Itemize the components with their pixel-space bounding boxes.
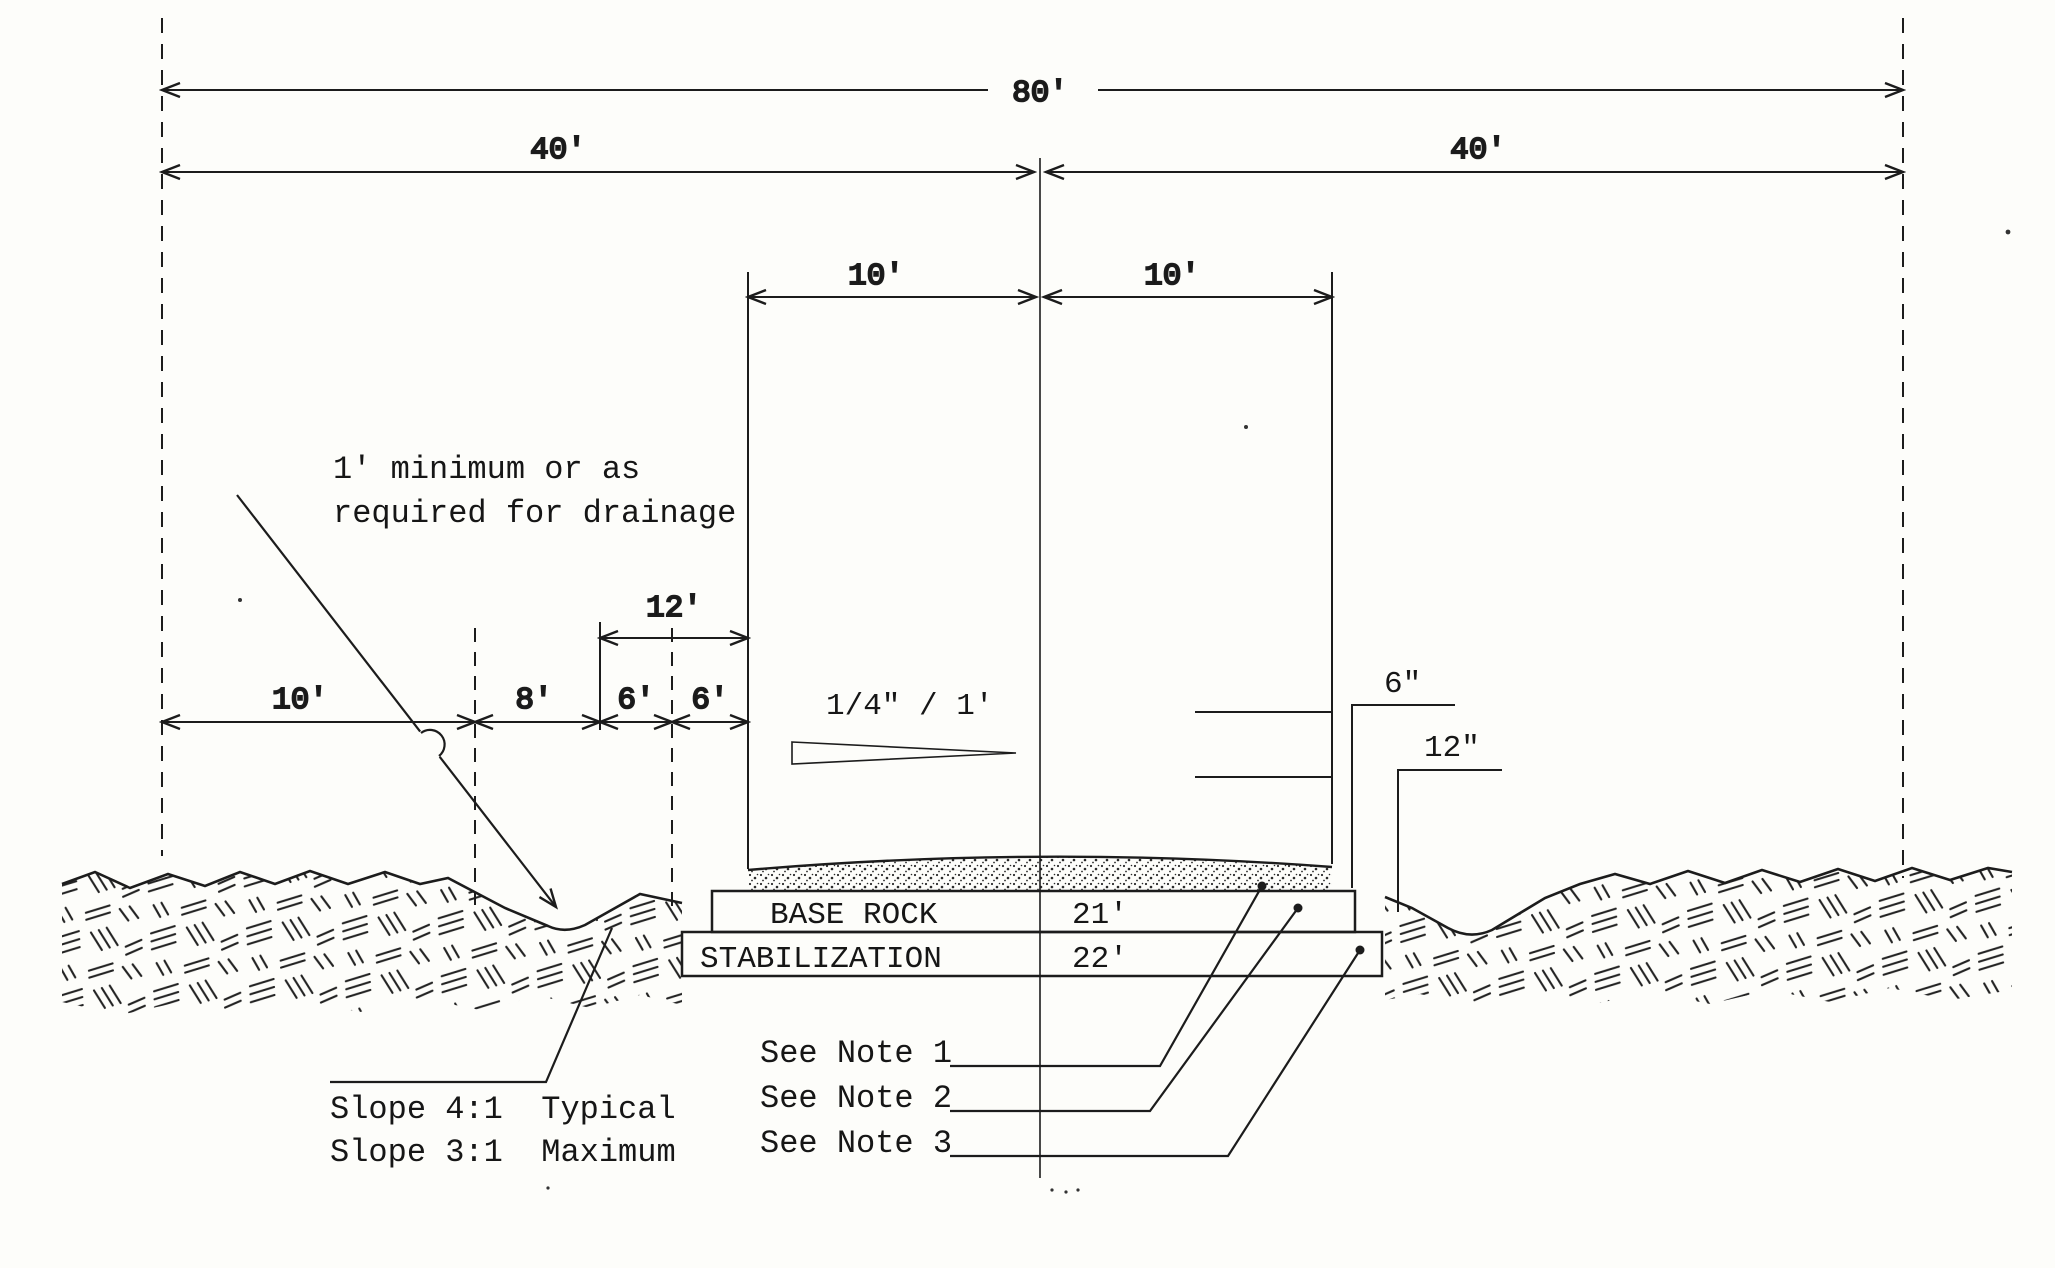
scan-speck: [238, 598, 242, 602]
see-note-2-label: See Note 2: [760, 1080, 952, 1117]
scan-speck: [2005, 229, 2011, 235]
ground-left-line: [61, 869, 683, 932]
dim-80-label: 80': [1012, 76, 1068, 111]
depth-6in-leader: [1351, 704, 1455, 888]
depth-callout-12in: 12": [1397, 731, 1502, 912]
drainage-leader-hop: [420, 728, 446, 757]
drainage-note: 1' minimum or as required for drainage: [236, 451, 736, 907]
dim-80: 80': [162, 75, 1903, 112]
scan-speck: [1064, 1190, 1068, 1194]
see-note-2-dot: [1293, 903, 1303, 913]
cross-slope-label: 1/4" / 1': [826, 689, 993, 724]
drainage-leader-line: [236, 494, 556, 907]
scan-speck: [1050, 1188, 1054, 1192]
base-rock-label: BASE ROCK: [770, 898, 938, 933]
dim-chain-6b-label: 6': [691, 683, 728, 718]
drainage-note-line2: required for drainage: [333, 495, 736, 532]
dim-40-pair: 40' 40': [162, 132, 1903, 172]
dim-40-right-label: 40': [1450, 133, 1506, 168]
dim-chain-10-label: 10': [272, 683, 328, 718]
note-leaders: See Note 1 See Note 2 See Note 3: [760, 881, 1365, 1162]
scan-specks: [238, 229, 2011, 1194]
dim-10-right-label: 10': [1144, 259, 1200, 294]
slope-note: Slope 4:1 Typical Slope 3:1 Maximum: [330, 927, 676, 1171]
ground-left: [61, 869, 683, 1015]
ground-right: [1384, 866, 2013, 1006]
slope-note-leader: [330, 927, 614, 1084]
scan-speck: [546, 1186, 550, 1190]
cross-slope-callout: 1/4" / 1': [791, 689, 1017, 765]
see-note-1-leader: [950, 885, 1263, 1068]
dim-10-pair: 10' 10': [748, 258, 1332, 297]
scan-speck: [1076, 1188, 1080, 1192]
dim-12-label: 12': [646, 591, 702, 626]
cross-slope-wedge: [791, 741, 1017, 765]
depth-12in-label: 12": [1424, 731, 1480, 766]
scan-speck: [1244, 425, 1248, 429]
depth-6in-label: 6": [1384, 667, 1421, 702]
layer-reference-lines: [1195, 711, 1332, 778]
see-note-2-leader: [950, 907, 1299, 1113]
stabilization-width: 22': [1072, 942, 1128, 977]
layer-labels: BASE ROCK 21' STABILIZATION 22': [700, 898, 1128, 977]
see-note-3-leader: [950, 949, 1361, 1158]
slope-note-line2: Slope 3:1 Maximum: [330, 1134, 676, 1171]
see-note-3-label: See Note 3: [760, 1125, 952, 1162]
dim-chain-8-label: 8': [515, 683, 552, 718]
depth-callout-6in: 6": [1351, 667, 1455, 888]
see-note-1-label: See Note 1: [760, 1035, 952, 1072]
depth-12in-leader: [1397, 769, 1502, 912]
ground-right-hatch: [1385, 868, 2012, 1006]
dim-10-left-label: 10': [848, 259, 904, 294]
ground-left-hatch: [62, 871, 682, 1015]
see-note-1-dot: [1257, 881, 1267, 891]
drainage-note-line1: 1' minimum or as: [333, 451, 640, 488]
dim-chain-6a-label: 6': [617, 683, 654, 718]
base-rock-width: 21': [1072, 898, 1128, 933]
dim-chain: 10' 8' 6' 6': [162, 682, 748, 722]
ground-right-line: [1384, 866, 2013, 936]
drainage-leader-gap: [414, 728, 446, 760]
dim-12: 12': [600, 590, 748, 638]
stabilization-label: STABILIZATION: [700, 942, 942, 977]
see-note-3-dot: [1355, 945, 1365, 955]
slope-note-line1: Slope 4:1 Typical: [330, 1091, 676, 1128]
dim-40-left-label: 40': [530, 133, 586, 168]
